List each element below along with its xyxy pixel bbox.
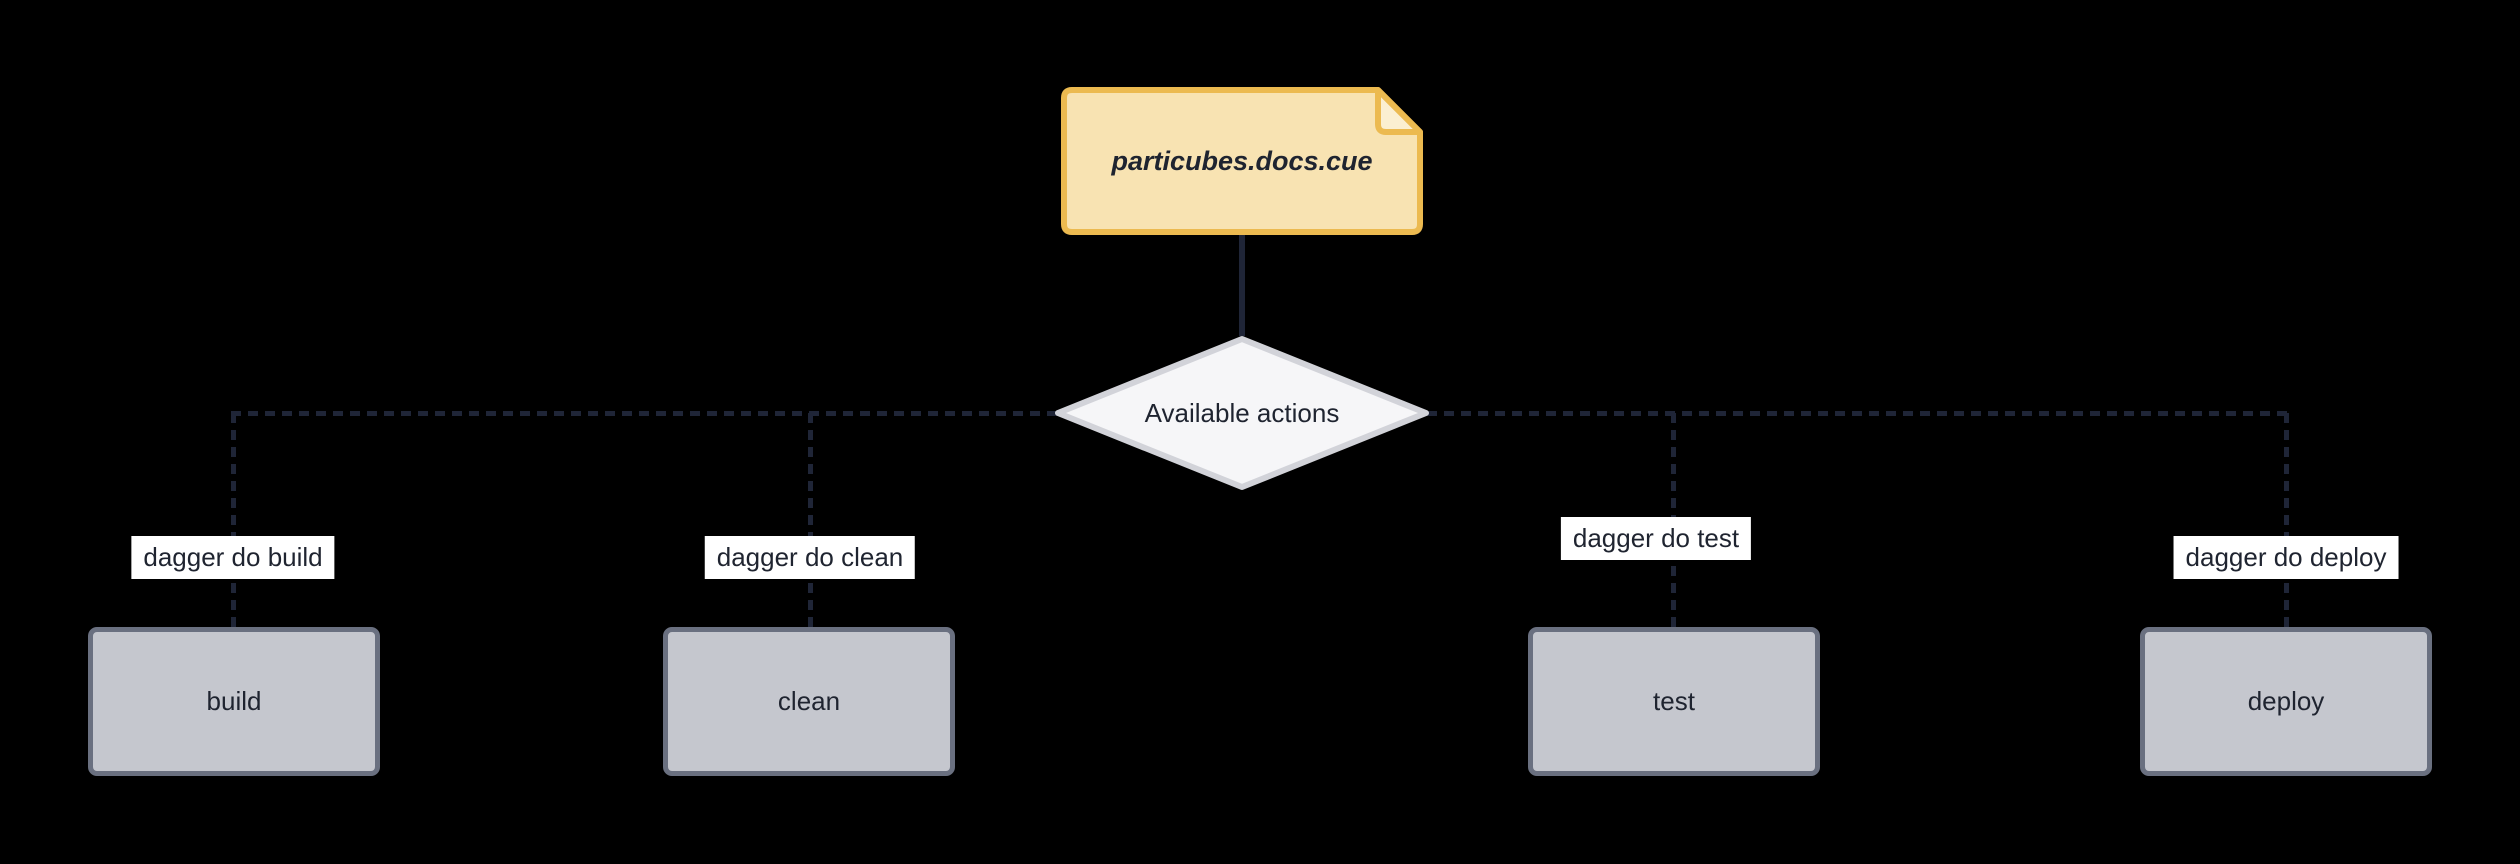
connector-note-to-decision	[1239, 233, 1245, 336]
edge-label-dagger-do-build: dagger do build	[131, 536, 335, 580]
action-node-test: test	[1528, 627, 1820, 776]
connector-dashed-horizontal-right	[1427, 411, 2289, 416]
edge-label-dagger-do-deploy: dagger do deploy	[2173, 536, 2399, 580]
decision-node: Available actions	[1052, 333, 1432, 493]
file-node-label: particubes.docs.cue	[1111, 145, 1373, 176]
edge-label-dagger-do-clean: dagger do clean	[704, 536, 916, 580]
decision-node-label: Available actions	[1144, 397, 1340, 428]
diamond-shape	[1055, 336, 1429, 490]
connector-dashed-to-build	[231, 413, 236, 629]
file-note-node: particubes.docs.cue	[1061, 87, 1423, 235]
action-node-deploy: deploy	[2140, 627, 2432, 776]
action-node-build: build	[88, 627, 380, 776]
connector-dashed-to-clean	[808, 413, 813, 629]
connector-dashed-to-deploy	[2284, 413, 2289, 629]
folded-corner-icon	[1375, 87, 1423, 135]
edge-label-dagger-do-test: dagger do test	[1560, 517, 1752, 561]
document-note-shape	[1061, 87, 1423, 235]
action-node-clean: clean	[663, 627, 955, 776]
connector-dashed-horizontal-left	[231, 411, 1061, 416]
